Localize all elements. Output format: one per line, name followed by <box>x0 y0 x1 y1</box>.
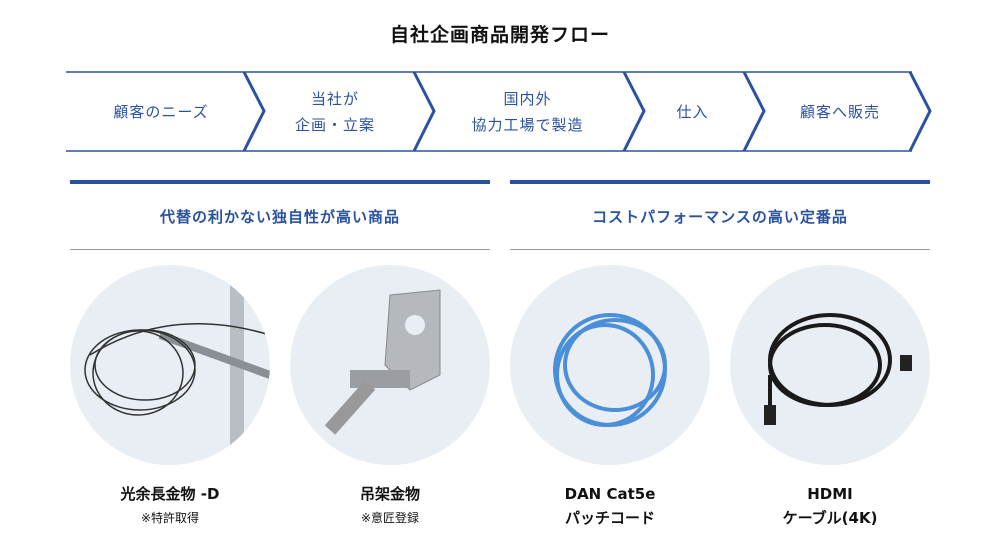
product-lan-cable: DAN Cat5e パッチコード <box>500 482 720 530</box>
step-label: 当社が <box>310 89 359 108</box>
step-label: 顧客へ販売 <box>799 102 880 121</box>
product-image-lan-cable <box>510 265 710 465</box>
product-image-hdmi-cable <box>730 265 930 465</box>
product-name: 光余長金物 -D <box>120 485 220 503</box>
flow-step-sales: 顧客へ販売 <box>755 72 925 151</box>
step-label: 国内外 <box>503 89 552 108</box>
product-image-optical-fitting <box>70 265 270 465</box>
section-standard-products: コストパフォーマンスの高い定番品 <box>510 180 930 250</box>
section-title: 代替の利かない独自性が高い商品 <box>159 208 400 226</box>
product-name: 吊架金物 <box>359 485 420 503</box>
step-label: 仕入 <box>676 102 709 121</box>
product-name: パッチコード <box>564 509 655 527</box>
flow-step-customer-needs: 顧客のニーズ <box>66 72 256 151</box>
product-note: ※意匠登録 <box>360 511 420 525</box>
flow-chevrons <box>66 71 932 152</box>
product-optical-fitting: 光余長金物 -D ※特許取得 <box>60 482 280 530</box>
product-note: ※特許取得 <box>140 511 200 525</box>
product-suspension-fitting: 吊架金物 ※意匠登録 <box>280 482 500 530</box>
product-name: DAN Cat5e <box>564 485 656 503</box>
product-image-suspension-fitting <box>290 265 490 465</box>
step-label: 企画・立案 <box>294 115 375 134</box>
divider <box>510 249 930 250</box>
flow-step-planning: 当社が企画・立案 <box>250 72 420 151</box>
flow-step-purchase: 仕入 <box>635 72 750 151</box>
divider <box>70 249 490 250</box>
product-name: ケーブル(4K) <box>782 509 878 527</box>
page-title: 自社企画商品開発フロー <box>389 24 610 46</box>
section-title: コストパフォーマンスの高い定番品 <box>592 208 848 226</box>
product-name: HDMI <box>807 485 853 503</box>
flow-step-manufacturing: 国内外協力工場で製造 <box>420 72 635 151</box>
step-label: 顧客のニーズ <box>113 102 209 121</box>
step-label: 協力工場で製造 <box>471 115 584 134</box>
product-hdmi-cable: HDMI ケーブル(4K) <box>720 482 940 530</box>
section-unique-products: 代替の利かない独自性が高い商品 <box>70 180 490 250</box>
